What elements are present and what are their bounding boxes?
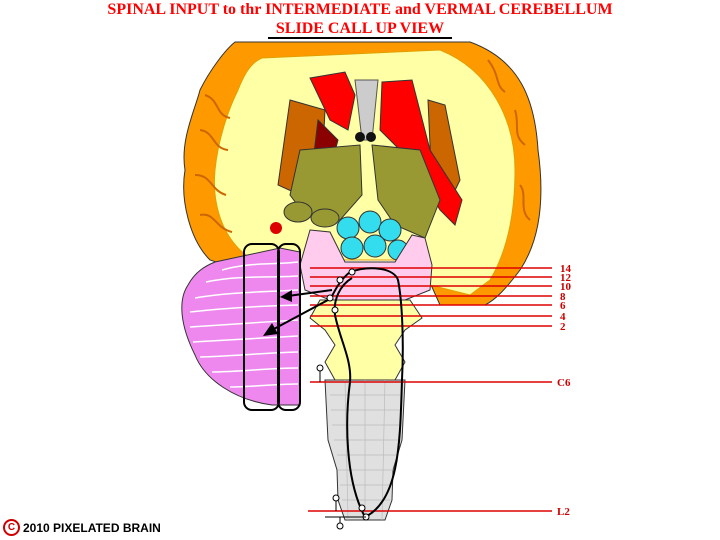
lgn-left xyxy=(283,201,313,223)
level-label-4: 4 xyxy=(560,311,566,323)
neuron-markers xyxy=(316,268,370,530)
fornix-right xyxy=(366,132,376,142)
spinal-cord-grid xyxy=(330,379,400,521)
copyright-text: 2010 PIXELATED BRAIN xyxy=(23,520,161,535)
level-label-2: 2 xyxy=(560,321,566,333)
fornix-left xyxy=(355,132,365,142)
spinocerebellar-tract-outer xyxy=(329,267,404,518)
neuron-stalks xyxy=(319,371,366,523)
caudate-left xyxy=(309,71,356,131)
arrowhead-upper xyxy=(280,290,292,302)
cortex-sulci xyxy=(194,59,531,233)
spinocerebellar-tract-inner xyxy=(333,277,366,518)
cerebellum-hemisphere xyxy=(181,247,301,406)
level-label-10: 10 xyxy=(560,281,572,293)
title-line-2: SLIDE CALL UP VIEW xyxy=(0,20,720,39)
copyright-icon: C xyxy=(3,519,20,536)
projection-arrow-upper xyxy=(287,289,333,297)
level-label-12: 12 xyxy=(560,272,572,284)
level-label-c6: C6 xyxy=(557,377,571,389)
level-label-6: 6 xyxy=(560,300,566,312)
level-lines xyxy=(308,267,552,512)
copyright: C 2010 PIXELATED BRAIN xyxy=(3,519,161,536)
level-label-l2: L2 xyxy=(557,506,570,518)
midbrain-nuclei xyxy=(336,210,409,261)
medulla xyxy=(309,299,423,381)
level-label-14: 14 xyxy=(560,263,572,275)
red-dot xyxy=(270,222,282,234)
cerebellum-folia xyxy=(189,261,299,388)
arrowhead-lower xyxy=(263,323,278,336)
title-line-1: SPINAL INPUT to thr INTERMEDIATE and VER… xyxy=(107,1,613,18)
level-label-8: 8 xyxy=(560,291,566,303)
title-line-2-text: SLIDE CALL UP VIEW xyxy=(267,20,453,39)
mgn-left xyxy=(310,208,340,228)
projection-arrow-lower xyxy=(271,299,329,331)
